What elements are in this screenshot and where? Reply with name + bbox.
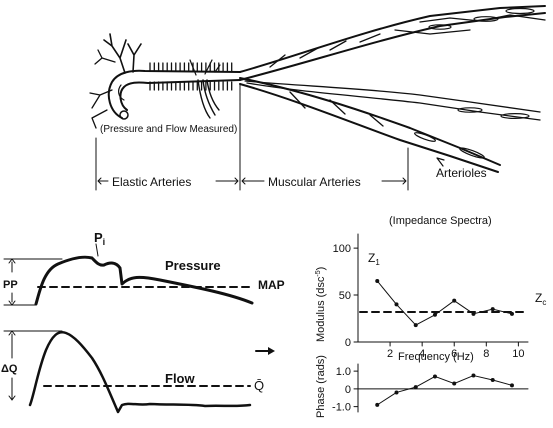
intercostal-branches (149, 62, 233, 91)
phase-y-tick-label: 0 (345, 384, 351, 396)
pressure-label: Pressure (165, 258, 221, 273)
phase-y-tick-label: -1.0 (332, 402, 351, 414)
upper-muscular-branch (239, 5, 546, 81)
pressure-waveform-panel: PP Pi Pressure MAP (3, 230, 285, 306)
lower-muscular-branch (239, 77, 541, 173)
flow-wave (28, 331, 252, 414)
phase-data-point (432, 374, 437, 379)
phase-series-line (376, 375, 513, 406)
modulus-data-point (471, 311, 476, 316)
zc-label: Zc (535, 291, 546, 307)
frequency-axis-label: Frequency (Hz) (398, 351, 474, 363)
map-label: MAP (258, 278, 285, 292)
frequency-tick-label: 4 (419, 348, 425, 360)
arterial-tree-illustration (89, 5, 546, 173)
arterioles-label: Arterioles (436, 166, 487, 180)
phase-axis-label: Phase (rads) (315, 355, 327, 418)
modulus-data-point (394, 302, 399, 307)
pulse-pressure-label: PP (3, 279, 18, 291)
impedance-title: (Impedance Spectra) (389, 215, 492, 227)
flow-waveform-panel: ΔQ Flow Q̄ (1, 330, 264, 414)
elastic-arteries-label: Elastic Arteries (112, 175, 191, 189)
pi-label: Pi (94, 230, 105, 247)
modulus-y-tick-label: 100 (333, 243, 351, 255)
phase-data-point (413, 385, 418, 390)
modulus-series-line (376, 280, 513, 326)
modulus-data-point (432, 312, 437, 317)
arterioles-pointer (436, 157, 445, 167)
segment-brackets (95, 83, 409, 191)
modulus-data-point (413, 323, 418, 328)
phase-data-point (375, 402, 380, 407)
frequency-tick-label: 8 (483, 348, 489, 360)
z1-label: Z1 (368, 251, 380, 267)
modulus-y-tick-label: 0 (345, 337, 351, 349)
modulus-axis-label: Modulus (dsc-5) (315, 267, 327, 342)
modulus-y-tick-label: 50 (339, 290, 351, 302)
modulus-data-point (509, 311, 514, 316)
flow-label: Flow (165, 371, 195, 386)
muscular-arteries-label: Muscular Arteries (268, 175, 361, 189)
modulus-data-point (490, 307, 495, 312)
phase-data-point (509, 383, 514, 388)
delta-q-label: ΔQ (1, 363, 18, 375)
phase-y-tick-label: 1.0 (336, 366, 351, 378)
pressure-wave (34, 255, 254, 306)
frequency-tick-label: 10 (512, 348, 524, 360)
right-arrow-icon (255, 347, 275, 355)
phase-chart: 1.0 0 -1.0 (332, 363, 529, 414)
head-branches (89, 33, 142, 129)
modulus-data-point (375, 278, 380, 283)
mean-flow-label: Q̄ (254, 378, 264, 393)
phase-data-point (471, 373, 476, 378)
phase-data-point (394, 390, 399, 395)
renal-branches (189, 59, 221, 119)
phase-data-point (452, 381, 457, 386)
aorta-trunk (107, 69, 241, 120)
measurement-site-label: (Pressure and Flow Measured) (100, 124, 237, 135)
modulus-chart: 100 50 0 2 4 6 8 10 (333, 233, 529, 360)
frequency-tick-label: 6 (451, 348, 457, 360)
modulus-data-point (452, 298, 457, 303)
phase-data-point (490, 378, 495, 382)
frequency-tick-label: 2 (387, 348, 393, 360)
